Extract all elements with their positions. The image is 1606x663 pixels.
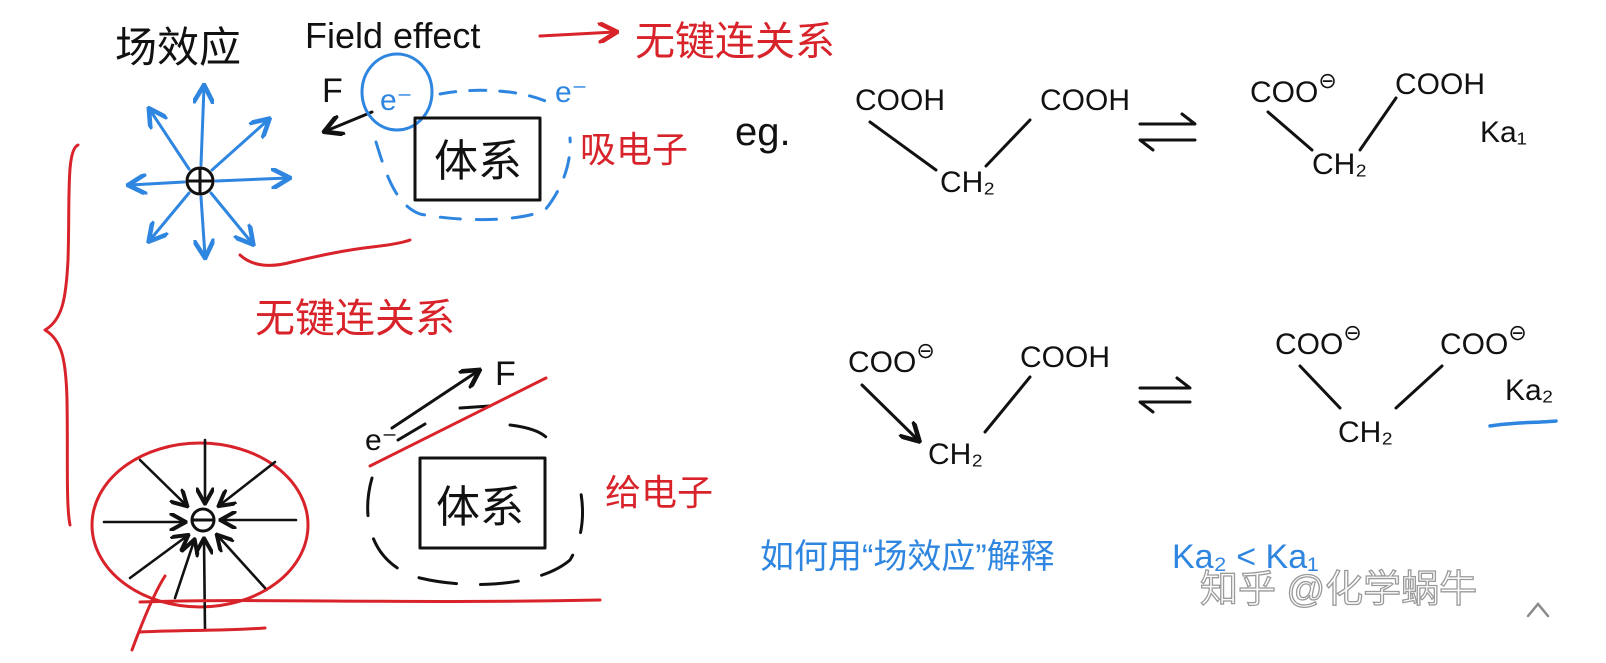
bond-arrow-left [860, 383, 918, 440]
top-note: 无键连关系 [635, 20, 835, 64]
electron-cloud-outline-lower [366, 423, 585, 586]
electron-circled: e⁻ [380, 84, 413, 117]
group-ch2: CH₂ [1338, 416, 1393, 449]
field-line-in-3 [220, 460, 277, 505]
field-line-right [214, 178, 288, 181]
coo-base: COO [1250, 76, 1318, 109]
field-lines-outward [130, 87, 288, 256]
field-line-upper-right [210, 120, 268, 172]
electron-cloud-outline-upper [374, 136, 572, 222]
example-label: eg. [735, 110, 791, 154]
chevron-up-icon[interactable] [1526, 602, 1550, 618]
equilibrium-arrows-icon [1138, 376, 1192, 414]
system-label-lower: 体系 [436, 483, 524, 532]
negative-field-circle [90, 441, 310, 609]
underline-red-long [138, 598, 602, 604]
coo-charge: ⊖ [1318, 68, 1336, 93]
question-relation: Ka₂ < Ka₁ [1172, 538, 1319, 576]
group-coo-minus-left: COO⊖ [1275, 320, 1362, 361]
group-cooh-right: COOH [1040, 84, 1130, 117]
bond-right [1394, 364, 1444, 410]
positive-charge-icon [185, 166, 215, 196]
group-ch2: CH₂ [928, 438, 983, 471]
field-line-in-1 [138, 458, 186, 505]
coo-base: COO [1275, 328, 1343, 361]
force-label-upper: F [322, 72, 343, 110]
coo-charge: ⊖ [1508, 320, 1526, 345]
electron-lower: e⁻ [365, 424, 398, 457]
bond-left [868, 120, 938, 172]
field-line-in-6 [128, 536, 187, 580]
red-slash-line [368, 376, 548, 468]
field-line-up [201, 87, 204, 167]
effect-label-donating: 给电子 [605, 472, 713, 513]
title-cn: 场效应 [115, 24, 241, 71]
equilibrium-arrows-icon [1138, 112, 1197, 152]
grouping-brace-vertical [43, 143, 80, 527]
coo-base: COO [848, 346, 916, 379]
bond-right [984, 118, 1032, 168]
title-en: Field effect [305, 15, 480, 56]
bond-right [1358, 96, 1398, 152]
system-box-lower [418, 456, 547, 550]
molecule-malonic-acid: COOH COOH CH₂ [855, 84, 1130, 199]
force-arrow-lower [390, 371, 478, 430]
electron-highlight-circle [360, 52, 434, 132]
effect-label-withdrawing: 吸电子 [580, 129, 688, 170]
electron-cloud-dashes-upper [438, 88, 554, 106]
electron-side: e⁻ [555, 76, 588, 109]
red-hook-mark [130, 574, 167, 652]
group-ch2: CH₂ [940, 166, 995, 199]
group-cooh: COOH [1395, 68, 1485, 101]
group-cooh-left: COOH [855, 84, 945, 117]
question-text: 如何用“场效应”解释 [760, 538, 1055, 576]
top-note-arrow [538, 32, 615, 36]
acid-constant-1: Ka₁ [1480, 116, 1527, 149]
system-box-upper [413, 116, 542, 202]
underline-red-short [138, 626, 267, 634]
group-cooh: COOH [1020, 341, 1110, 374]
negative-charge-icon [190, 507, 216, 533]
field-line-in-8 [218, 536, 267, 590]
field-line-upper-left [150, 110, 191, 171]
molecule-dianion: COO⊖ COO⊖ CH₂ [1275, 320, 1527, 449]
field-lines-inward [102, 438, 298, 632]
force-arrow-upper [326, 110, 374, 131]
field-line-left [130, 182, 186, 185]
field-line-lower-left [150, 191, 191, 240]
bond-left [1298, 364, 1342, 410]
positive-field-diagram [130, 87, 288, 256]
negative-field-diagram [90, 438, 310, 632]
field-line-lower-right [209, 191, 252, 243]
withdrawing-system-diagram: F e⁻ 体系 e⁻ 吸电子 [322, 52, 688, 222]
middle-note: 无键连关系 [255, 297, 455, 341]
bond-right [983, 375, 1032, 434]
force-label-lower: F [495, 355, 516, 393]
coo-base: COO [1440, 328, 1508, 361]
field-line-in-7 [204, 540, 205, 632]
acid-constant-2: Ka₂ [1505, 374, 1553, 407]
system-label-upper: 体系 [434, 137, 522, 186]
group-ch2: CH₂ [1312, 148, 1367, 181]
group-coo-minus: COO⊖ [848, 338, 935, 379]
coo-charge: ⊖ [916, 338, 934, 363]
molecule-monoanion-1: COO⊖ COOH CH₂ [1250, 68, 1485, 181]
force-arrow-lower-dash [396, 404, 492, 442]
watermark: 知乎 @化学蜗牛 [1200, 569, 1477, 611]
group-coo-minus-right: COO⊖ [1440, 320, 1527, 361]
group-coo-minus: COO⊖ [1250, 68, 1337, 109]
grouping-brace-horizontal [238, 238, 412, 267]
bond-left [1266, 110, 1314, 152]
field-line-in-9 [173, 541, 194, 600]
donating-system-diagram: e⁻ F 体系 给电子 [365, 355, 713, 586]
acid-constant-2-underline [1488, 419, 1558, 428]
molecule-monoanion-2: COO⊖ COOH CH₂ [848, 338, 1110, 471]
field-line-down [201, 195, 205, 256]
coo-charge: ⊖ [1343, 320, 1361, 345]
